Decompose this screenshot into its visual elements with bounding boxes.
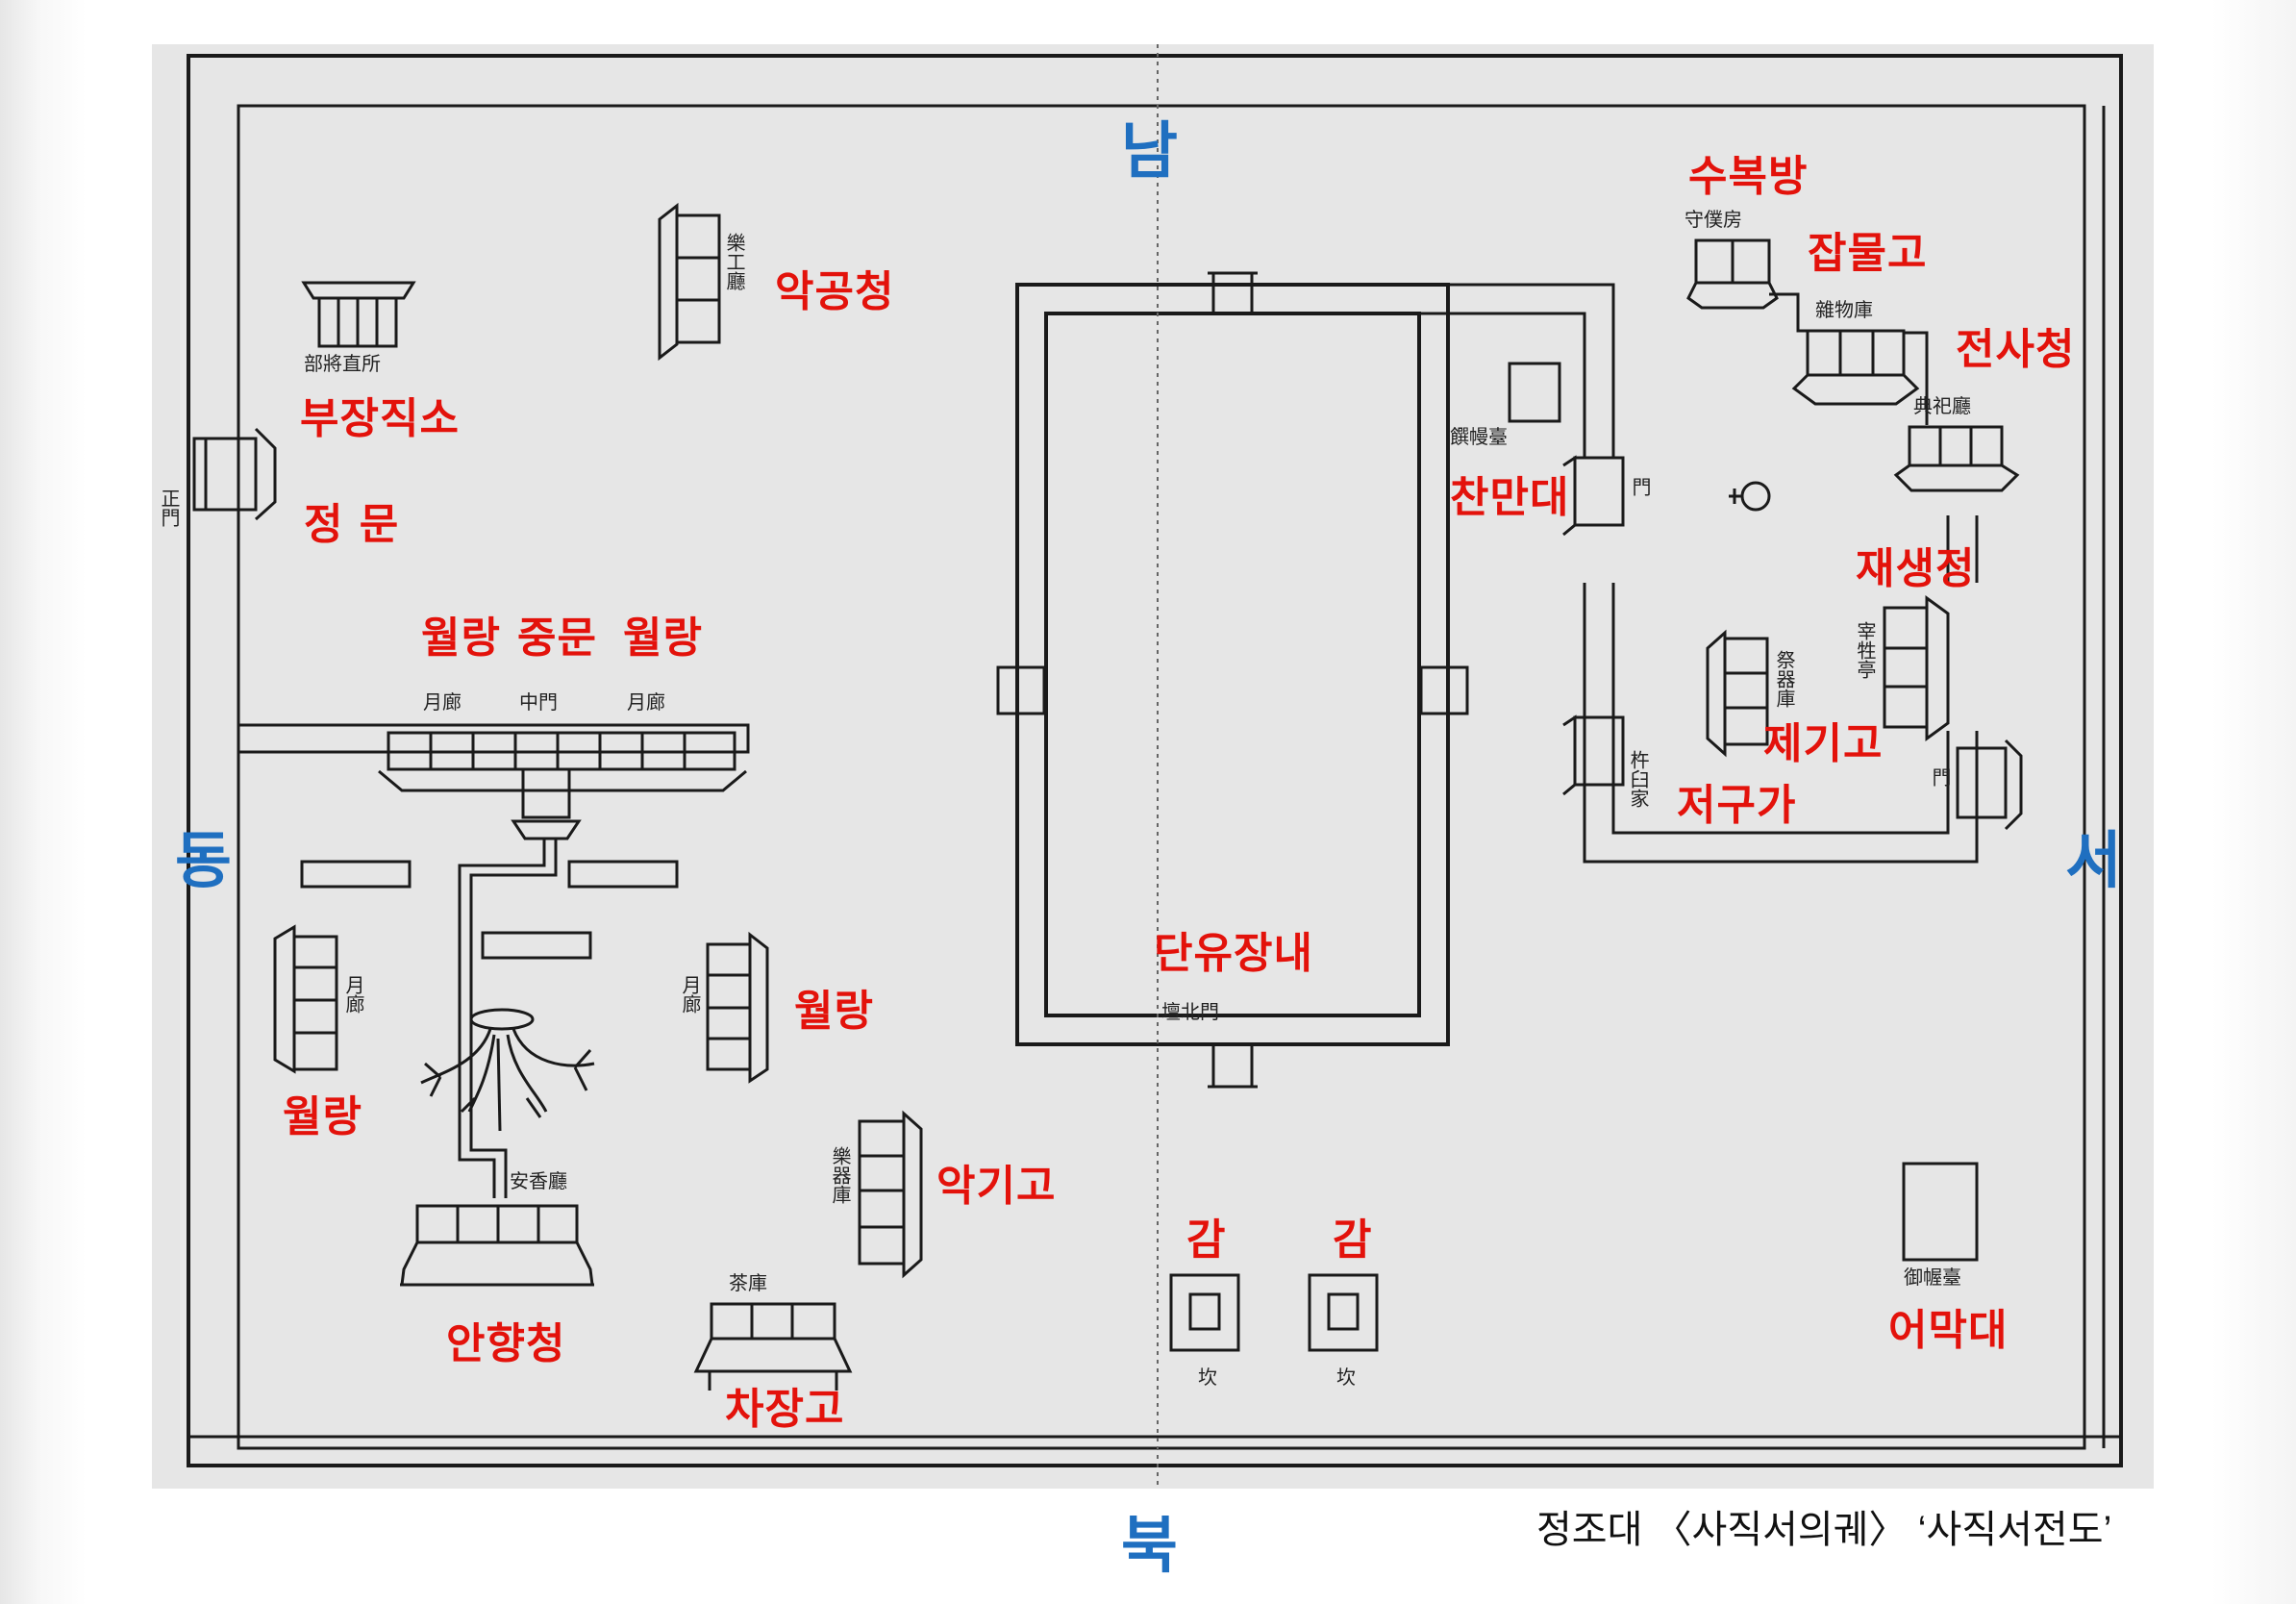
wollang-east-building [273,924,338,1074]
label-jegigo: 제기고 [1763,719,1884,768]
hanja-wollang-a: 月廊 [423,690,462,714]
label-akgongcheong: 악공청 [775,267,895,316]
hanja-jeoguga: 杵臼家 [1627,750,1650,808]
label-jungmun: 중문 [517,614,597,663]
akgongcheong-building [658,202,721,362]
hanja-akgigo: 樂器庫 [829,1146,852,1204]
altar-enclosure [996,271,1469,1089]
anhyangcheong-building [400,1204,594,1287]
label-akgigo: 악기고 [936,1162,1057,1211]
subokbang-building [1686,238,1848,333]
hanja-east-gate: 正門 [158,489,181,527]
low-block-2 [567,860,679,889]
sajikseo-layout-plan: 部將直所 正門 樂工廳 月廊 中門 月廊 月廊 月廊 安香廳 樂器庫 茶庫 壇北… [152,44,2154,1489]
label-wollang-right: 월랑 [623,614,703,663]
hanja-gam-2: 坎 [1336,1366,1356,1389]
hanja-eomakdae: 御幄臺 [1904,1266,1961,1289]
inner-path [458,839,546,1198]
hanja-chanmandae: 饌幔臺 [1450,425,1508,448]
hanja-subokbang: 守僕房 [1685,208,1742,231]
label-wollang-left: 월랑 [421,614,501,663]
west-compound-wall [1419,283,1979,864]
low-block-1 [300,860,412,889]
label-jaesaengjeong: 재생정 [1856,544,1976,593]
jungmun-wall [237,723,750,840]
wollang-mid-building [706,931,769,1084]
bujangjikso-building [301,281,416,348]
direction-east: 동 [175,826,232,897]
gam-pit-1 [1169,1273,1240,1352]
plan-drawing [187,44,2123,1489]
hanja-jegigo: 祭器庫 [1773,650,1796,708]
gam-pit-2 [1308,1273,1379,1352]
west-side-gate [1956,739,2023,831]
label-bujangjikso: 부장직소 [300,394,460,443]
label-jeonsacheong: 전사청 [1956,325,2076,374]
label-gam-1: 감 [1186,1216,1227,1265]
label-jeongmun: 정 문 [304,500,400,549]
west-compound-gate-upper [1562,455,1625,537]
hanja-anhyangcheong: 安香廳 [510,1169,567,1192]
hanja-akgongcheong: 樂工廳 [723,233,746,290]
chanmandae-square [1508,362,1561,423]
chajanggo-building [693,1302,853,1391]
label-eomakdae: 어막대 [1888,1306,2009,1355]
label-wollang-east: 월랑 [283,1092,362,1141]
inner-wall [237,104,2086,1450]
main-gate-building [192,427,277,521]
pole-marker [1729,481,1771,512]
label-wollang-mid: 월랑 [794,987,874,1036]
figure-caption: 정조대 〈사직서의궤〉 ‘사직서전도’ [1536,1509,2112,1551]
outer-wall [187,54,2123,1467]
hanja-jungmun: 中門 [519,690,558,714]
label-jammulgo: 잡물고 [1808,229,1928,278]
direction-south: 남 [1121,116,1178,188]
label-chanmandae: 찬만대 [1450,473,1570,522]
tree-drawing [420,1008,595,1132]
label-anhyangcheong: 안향청 [446,1319,566,1368]
hanja-inner-gate: 門 [1629,477,1652,496]
label-chajanggo: 차장고 [725,1385,845,1434]
hanja-jeonsacheong: 典祀廳 [1913,394,1971,417]
jammulgo-building [1791,329,1929,425]
hanja-west-gate: 門 [1929,767,1952,787]
hanja-wollang-east: 月廊 [342,975,365,1014]
jegigo-building [1706,629,1769,758]
label-gam-2: 감 [1333,1216,1373,1265]
hanja-chajanggo: 茶庫 [729,1271,767,1294]
hanja-wollang-b: 月廊 [627,690,665,714]
label-jeoguga: 저구가 [1677,781,1797,830]
eomakdae-square [1902,1162,1979,1262]
west-compound-gate-lower [1562,714,1625,796]
jaesaengjeong-building [1883,595,1950,741]
direction-north: 북 [1121,1511,1178,1582]
low-block-3 [481,931,592,960]
hanja-bujangjikso: 部將直所 [304,352,381,375]
hanja-jammulgo: 雜物庫 [1815,298,1873,321]
hanja-jaesaengjeong: 宰牲亭 [1854,621,1877,679]
hanja-danyu: 壇北門 [1161,1000,1219,1023]
direction-west: 서 [2065,826,2122,897]
jeonsacheong-building [1893,425,2020,492]
label-danyujangnae: 단유장내 [1154,929,1313,978]
akgigo-building [858,1110,923,1279]
hanja-wollang-mid: 月廊 [679,975,702,1014]
label-subokbang: 수복방 [1688,152,1809,201]
hanja-gam-1: 坎 [1198,1366,1217,1389]
